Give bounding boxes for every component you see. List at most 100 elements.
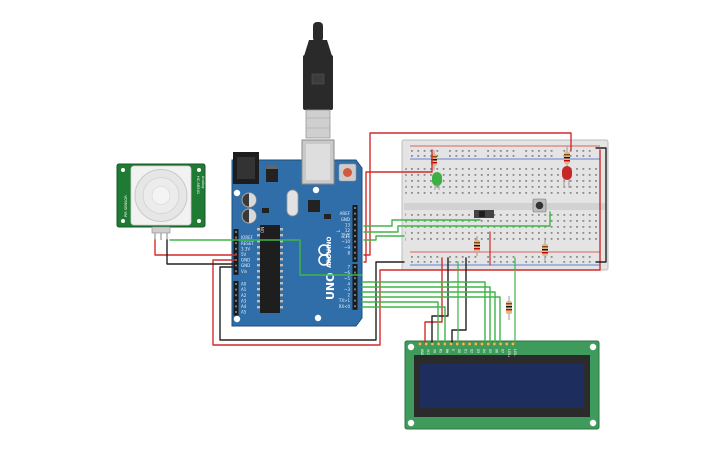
header-pin[interactable] [235,283,237,285]
lcd-pin[interactable] [473,342,478,346]
header-pin[interactable] [354,251,356,254]
header-pin[interactable] [354,271,356,274]
resistor [506,296,512,320]
breadboard-hole [468,220,470,222]
header-pin[interactable] [235,231,237,233]
header-pin[interactable] [235,264,237,267]
breadboard-hole [487,155,489,157]
green-wire [361,291,496,343]
breadboard-hole [550,168,553,170]
breadboard-hole [487,220,489,222]
breadboard-hole [544,186,547,188]
chip-pin [280,246,283,249]
header-pin[interactable] [354,282,356,285]
pin-label: A4 [241,304,247,309]
header-pin[interactable] [354,229,356,232]
breadboard-hole [493,174,496,176]
chip-pin [257,258,260,261]
breadboard-hole [538,256,540,258]
breadboard-hole [436,261,439,263]
breadboard-hole [563,214,566,216]
breadboard-hole [595,220,597,222]
header-pin[interactable] [354,246,356,249]
header-pin[interactable] [354,305,356,308]
pin-label: A3 [241,298,247,303]
breadboard-hole [411,256,413,258]
lcd-pin[interactable] [498,342,503,346]
header-pin[interactable] [235,294,237,297]
breadboard-hole [512,174,515,176]
pin-label: 12 [345,228,351,233]
breadboard-hole [436,256,439,258]
breadboard-hole [563,150,566,152]
header-pin[interactable] [235,242,237,245]
pin-label: ~3 [344,287,350,292]
breadboard-hole [436,155,439,157]
breadboard-hole [506,232,509,234]
breadboard-hole [455,261,458,263]
header-pin[interactable] [354,240,356,243]
breadboard-hole [595,174,597,176]
lcd-pin[interactable] [486,342,491,346]
lcd-pin[interactable] [455,342,460,346]
header-pin[interactable] [354,266,356,268]
header-pin[interactable] [354,277,356,280]
breadboard-hole [538,174,540,176]
breadboard-hole [436,238,439,240]
breadboard-hole [506,180,509,182]
lcd-pin[interactable] [504,342,509,346]
lcd-pin[interactable] [418,342,422,346]
breadboard-hole [550,214,553,216]
header-pin[interactable] [354,257,356,260]
header-pin[interactable] [354,299,356,302]
breadboard-hole [493,232,496,234]
header-pin[interactable] [235,299,237,302]
breadboard-hole [417,256,420,258]
breadboard-hole [531,186,534,188]
header-pin[interactable] [354,207,356,209]
header-pin[interactable] [354,212,356,215]
header-pin[interactable] [354,288,356,291]
header-pin[interactable] [235,247,237,250]
breadboard-hole [595,180,597,182]
header-pin[interactable] [354,223,356,226]
breadboard-hole [468,261,470,263]
breadboard-hole [531,155,534,157]
header-pin[interactable] [354,235,356,237]
breadboard-hole [449,238,451,240]
pin-label: 5V [241,252,247,257]
header-pin[interactable] [354,294,356,296]
black-wire [166,239,237,265]
lcd-pin[interactable] [442,342,447,346]
breadboard-hole [557,232,559,234]
header-pin[interactable] [235,288,237,291]
lcd-pin[interactable] [449,342,453,346]
header-pin[interactable] [235,236,237,239]
header-pin[interactable] [354,218,356,221]
breadboard-hole [569,214,572,216]
pushbutton[interactable] [532,198,547,213]
lcd-pin[interactable] [467,342,472,346]
breadboard-hole [582,214,585,216]
lcd-pin[interactable] [511,342,515,346]
breadboard-hole [430,256,432,258]
header-pin[interactable] [235,270,237,273]
breadboard-hole [442,186,445,188]
lcd-pin[interactable] [430,342,435,346]
chip-pin [280,228,283,231]
breadboard-hole [423,192,426,194]
breadboard-hole [588,155,591,157]
lcd-pin[interactable] [461,342,466,346]
lcd-pin[interactable] [480,342,484,346]
slide-switch[interactable] [474,210,494,218]
lcd-pin[interactable] [492,342,497,346]
header-pin[interactable] [235,311,237,313]
header-pin[interactable] [235,305,237,308]
pin-label: RX<0 [339,304,351,309]
lcd-pin[interactable] [424,342,429,346]
chip-pin [257,306,260,309]
lcd-pin[interactable] [436,342,441,346]
reset-button-cap[interactable] [343,168,352,177]
